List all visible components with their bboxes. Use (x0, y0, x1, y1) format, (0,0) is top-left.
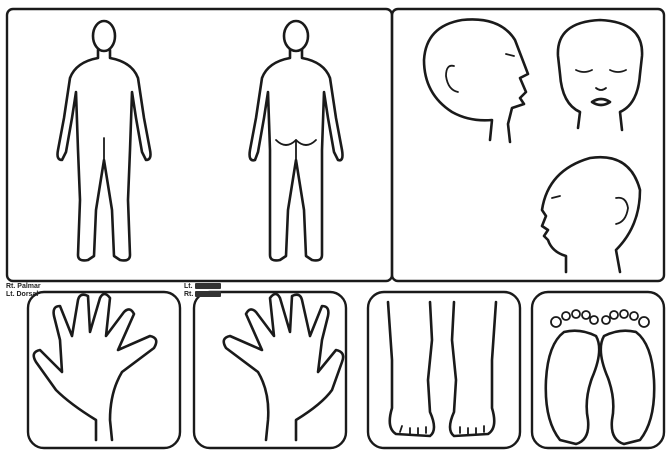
foot-soles-figure (546, 310, 654, 444)
head-profile-left-figure (542, 157, 640, 272)
hand-right-panel-frame (194, 292, 346, 448)
hand-left-panel-frame (28, 292, 180, 448)
lower-legs-figure (388, 302, 496, 436)
redacted-mark (195, 283, 221, 289)
full-body-panel-frame (7, 9, 392, 281)
right-hand-labels: Lt. Rt. (184, 283, 221, 299)
head-profile-right-figure (424, 19, 528, 142)
redacted-mark (195, 291, 221, 297)
left-hand-label-1: Rt. Palmar (6, 283, 41, 291)
front-body-figure (58, 21, 151, 260)
left-hand-figure (34, 294, 157, 440)
right-hand-label-1: Lt. (184, 283, 193, 290)
left-hand-label-2: Lt. Dorsal (6, 291, 41, 299)
right-hand-figure (224, 294, 343, 440)
head-front-figure (558, 20, 642, 130)
left-hand-labels: Rt. Palmar Lt. Dorsal (6, 283, 41, 299)
back-body-figure (250, 21, 343, 260)
right-hand-label-2: Rt. (184, 291, 193, 298)
